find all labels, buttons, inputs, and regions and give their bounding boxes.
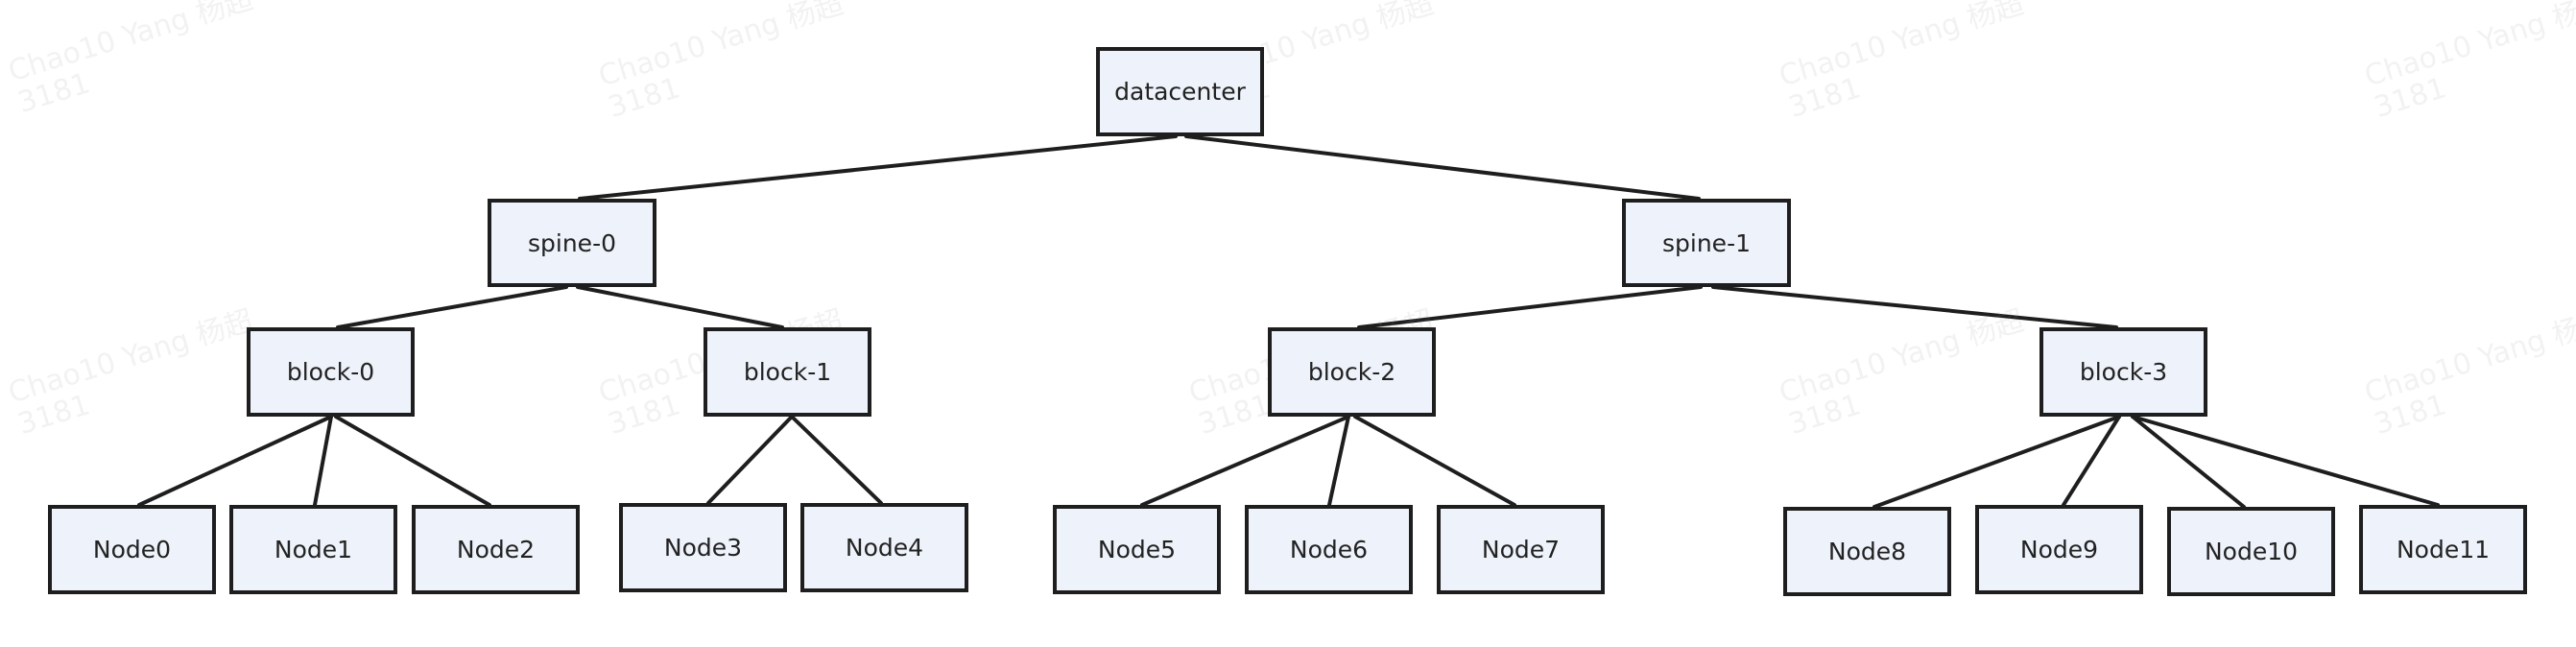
node-label: Node3 (663, 534, 743, 562)
node-label: Node11 (2396, 536, 2491, 563)
node-label: Node9 (2019, 536, 2099, 563)
edge-block-2-to-Node7 (1353, 415, 1516, 507)
edge-block-2-to-Node5 (1140, 415, 1350, 507)
node-label: spine-0 (528, 228, 616, 257)
node-node6[interactable]: Node6 (1245, 505, 1413, 594)
node-block-0[interactable]: block-0 (247, 327, 415, 417)
node-label: datacenter (1114, 78, 1246, 106)
node-label: Node2 (456, 536, 536, 563)
node-label: Node6 (1289, 536, 1369, 563)
edge-block-3-to-Node11 (2131, 415, 2440, 507)
node-node3[interactable]: Node3 (619, 503, 787, 592)
edge-block-0-to-Node0 (137, 415, 333, 507)
edge-spine-0-to-block-0 (336, 285, 568, 329)
node-node0[interactable]: Node0 (48, 505, 216, 594)
node-datacenter[interactable]: datacenter (1096, 47, 1264, 136)
node-label: Node1 (274, 536, 353, 563)
edge-block-2-to-Node6 (1327, 415, 1350, 507)
node-node8[interactable]: Node8 (1783, 507, 1951, 596)
node-node5[interactable]: Node5 (1053, 505, 1221, 594)
node-label: Node7 (1481, 536, 1561, 563)
node-block-1[interactable]: block-1 (704, 327, 871, 417)
node-label: block-3 (2079, 358, 2168, 386)
node-node4[interactable]: Node4 (800, 503, 968, 592)
node-spine-1[interactable]: spine-1 (1622, 199, 1791, 287)
edge-block-0-to-Node2 (334, 415, 491, 507)
node-label: Node8 (1827, 538, 1907, 565)
edge-block-3-to-Node9 (2062, 415, 2121, 507)
edge-block-3-to-Node10 (2131, 415, 2246, 509)
edge-block-1-to-Node4 (790, 415, 883, 505)
edge-spine-0-to-block-1 (576, 285, 784, 329)
node-label: Node5 (1097, 536, 1177, 563)
node-node2[interactable]: Node2 (412, 505, 580, 594)
node-block-3[interactable]: block-3 (2039, 327, 2207, 417)
edge-datacenter-to-spine-1 (1184, 134, 1701, 201)
edge-block-1-to-Node3 (706, 415, 794, 505)
node-label: spine-1 (1662, 228, 1751, 257)
node-node7[interactable]: Node7 (1437, 505, 1605, 594)
edge-block-3-to-Node8 (1872, 415, 2121, 509)
node-label: Node10 (2204, 538, 2299, 565)
node-node9[interactable]: Node9 (1975, 505, 2143, 594)
edge-spine-1-to-block-2 (1357, 285, 1703, 329)
node-node10[interactable]: Node10 (2167, 507, 2335, 596)
node-block-2[interactable]: block-2 (1268, 327, 1436, 417)
edge-datacenter-to-spine-0 (578, 134, 1178, 201)
node-node11[interactable]: Node11 (2359, 505, 2527, 594)
node-label: block-1 (743, 358, 832, 386)
node-label: Node4 (845, 534, 924, 562)
node-spine-0[interactable]: spine-0 (488, 199, 656, 287)
node-node1[interactable]: Node1 (229, 505, 397, 594)
node-label: Node0 (92, 536, 172, 563)
edge-spine-1-to-block-3 (1711, 285, 2118, 329)
node-label: block-0 (286, 358, 375, 386)
edge-block-0-to-Node1 (313, 415, 333, 507)
node-label: block-2 (1307, 358, 1396, 386)
